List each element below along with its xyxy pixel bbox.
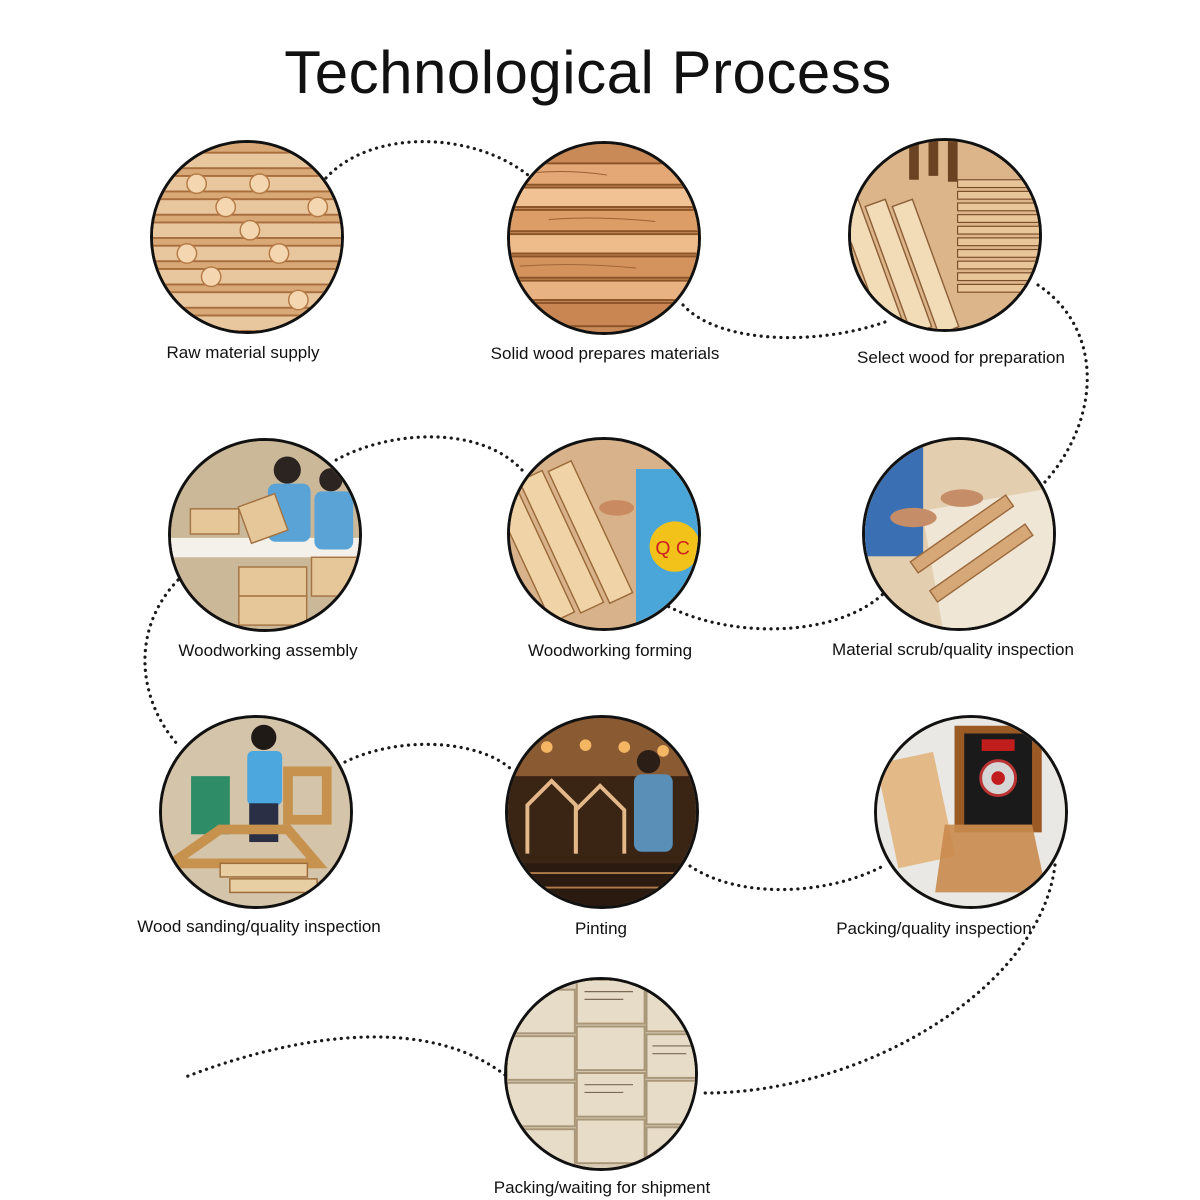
pine-board-stack-photo — [510, 144, 698, 332]
connector-1-2 — [324, 140, 530, 180]
step-photo-woodworking-assembly — [168, 438, 362, 632]
step-photo-raw-material-supply — [150, 140, 344, 334]
connector-10-end — [181, 1035, 507, 1080]
connector-2-3 — [681, 303, 887, 340]
step-photo-packing-shipment — [504, 977, 698, 1171]
step-label: Select wood for preparation — [857, 348, 1065, 367]
svg-text:Q C: Q C — [655, 537, 689, 559]
step-photo-woodworking-forming: Q C — [507, 437, 701, 631]
qc-worker-holding-profiles-photo: Q C — [510, 440, 698, 628]
step-photo-pinting — [505, 715, 699, 909]
assembly-workshop-photo — [171, 441, 359, 629]
connector-6-7 — [143, 578, 180, 747]
medal-box-packing-photo — [877, 718, 1065, 906]
connector-5-6 — [334, 435, 524, 472]
sorted-wood-strips-photo — [851, 141, 1039, 329]
connector-4-5 — [655, 588, 889, 631]
step-label: Raw material supply — [166, 343, 320, 362]
step-label: Pinting — [575, 919, 627, 938]
step-photo-packing-inspection — [874, 715, 1068, 909]
step-photo-wood-sanding — [159, 715, 353, 909]
sanding-station-photo — [162, 718, 350, 906]
stacked-round-wood-moulding-photo — [153, 143, 341, 331]
workers-sanding-boards-photo — [865, 440, 1053, 628]
carton-stack-photo — [507, 980, 695, 1168]
step-label: Packing/waiting for shipment — [493, 1178, 711, 1197]
step-label: Material scrub/quality inspection — [832, 640, 1074, 659]
connector-3-4 — [1036, 283, 1089, 484]
step-photo-solid-wood-prepares — [507, 141, 701, 335]
connector-8-9 — [688, 863, 887, 892]
step-label: Woodworking forming — [527, 641, 693, 660]
step-photo-material-scrub — [862, 437, 1056, 631]
step-label: Packing/quality inspection — [836, 919, 1032, 938]
step-label: Wood sanding/quality inspection — [137, 917, 381, 936]
step-label: Solid wood prepares materials — [490, 344, 720, 363]
step-label: Woodworking assembly — [178, 641, 358, 660]
step-photo-select-wood — [848, 138, 1042, 332]
page-title: Technological Process — [284, 39, 892, 106]
connector-9-10 — [698, 863, 1057, 1095]
painting-line-photo — [508, 718, 696, 906]
connector-7-8 — [343, 742, 514, 772]
